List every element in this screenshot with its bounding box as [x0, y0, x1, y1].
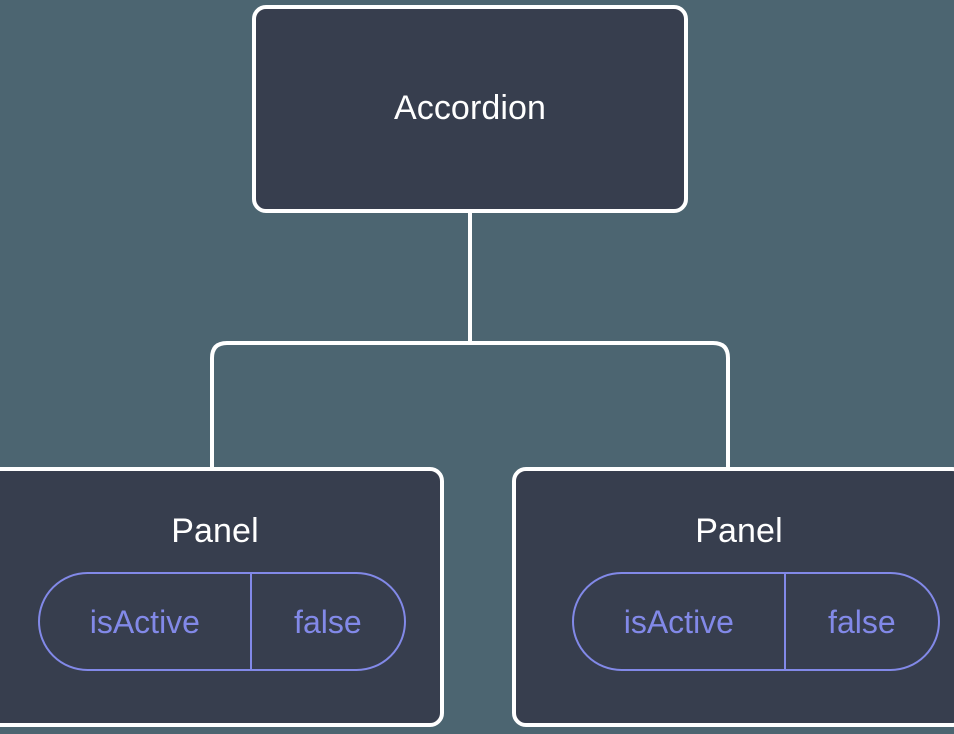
- edge-branch-bar: [210, 341, 730, 469]
- node-panel-right-label: Panel: [695, 512, 783, 550]
- node-panel-left-label: Panel: [171, 512, 259, 550]
- node-accordion[interactable]: Accordion: [252, 5, 688, 213]
- state-pill-left-value: false: [294, 603, 362, 640]
- node-panel-right[interactable]: Panel isActive false: [512, 467, 954, 727]
- state-pill-right-key: isActive: [574, 574, 786, 670]
- state-pill-right[interactable]: isActive false: [572, 572, 940, 672]
- node-accordion-label: Accordion: [393, 89, 547, 128]
- state-pill-left-key: isActive: [40, 574, 252, 670]
- node-panel-left[interactable]: Panel isActive false: [0, 467, 444, 727]
- state-pill-left[interactable]: isActive false: [38, 572, 406, 672]
- state-pill-right-value: false: [828, 603, 896, 640]
